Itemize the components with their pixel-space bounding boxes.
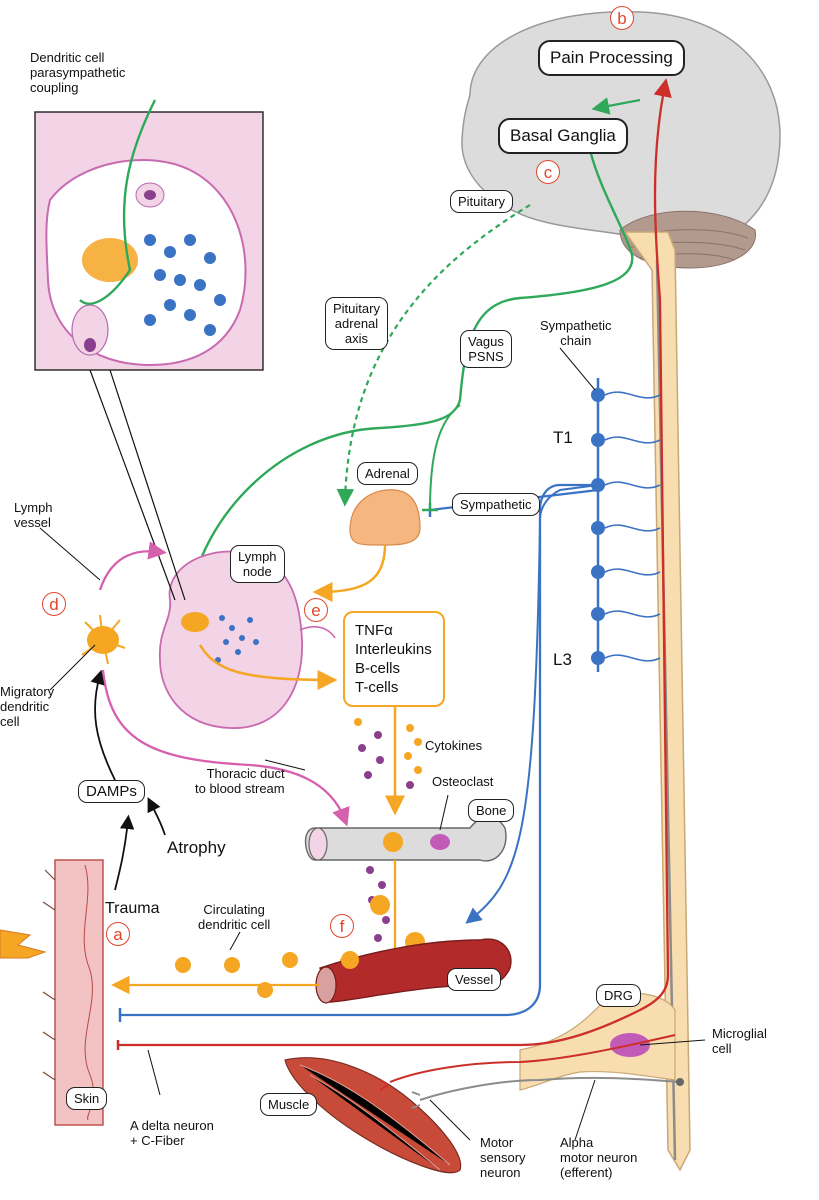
pain-processing-box: Pain Processing — [538, 40, 685, 76]
t1-label: T1 — [553, 428, 573, 447]
callout-detail — [34, 99, 264, 371]
cytokine-dots — [354, 718, 422, 789]
letter-b: b — [610, 6, 634, 30]
damps-box: DAMPs — [78, 780, 145, 803]
sympathetic-box: Sympathetic — [452, 493, 540, 516]
microglial-cell-label: Microglial cell — [712, 1026, 767, 1056]
adrenal-gland — [312, 489, 421, 602]
callout-title: Dendritic cell parasympathetic coupling — [30, 50, 126, 95]
immune-interleukins: Interleukins — [355, 641, 432, 658]
muscle — [284, 1057, 684, 1174]
atrophy-label: Atrophy — [167, 838, 226, 857]
leader-lines — [39, 347, 706, 1141]
letter-f: f — [330, 914, 354, 938]
lymph-node-box: Lymph node — [230, 545, 285, 583]
bone-dots — [366, 866, 425, 952]
lymph-pathways — [98, 541, 350, 827]
thoracic-duct-label: Thoracic duct to blood stream — [195, 766, 285, 796]
osteoclast-label: Osteoclast — [432, 774, 494, 789]
immune-tnf: TNFα — [355, 622, 393, 639]
cytokines-label: Cytokines — [425, 738, 483, 753]
sympathetic-chain-label: Sympathetic chain — [540, 318, 612, 348]
drg-box: DRG — [596, 984, 641, 1007]
skin — [0, 859, 104, 1126]
adrenal-box: Adrenal — [357, 462, 418, 485]
migratory-dendritic-cell — [81, 614, 126, 665]
bone-box: Bone — [468, 799, 515, 822]
lymph-vessel-label: Lymph vessel — [14, 500, 53, 530]
trauma-label: Trauma — [105, 900, 160, 917]
letter-e: e — [304, 598, 328, 622]
muscle-box: Muscle — [260, 1093, 318, 1116]
callout-zoom-lines — [89, 369, 186, 601]
sympathetic-chain — [591, 378, 661, 672]
alpha-motor-neuron-label: Alpha motor neuron (efferent) — [560, 1135, 638, 1180]
immune-factors-box: TNFα Interleukins B-cells T-cells — [343, 611, 445, 707]
afferent-pathway — [116, 78, 676, 1083]
immune-bcells: B-cells — [355, 660, 401, 677]
motor-sensory-neuron-label: Motor sensory neuron — [480, 1135, 526, 1180]
letter-a: a — [106, 922, 130, 946]
l3-label: L3 — [553, 650, 572, 669]
letter-c: c — [536, 160, 560, 184]
circulating-dendritic-cells — [175, 952, 298, 998]
migratory-dendritic-cell-label: Migratory dendritic cell — [0, 684, 55, 729]
skin-box: Skin — [66, 1087, 108, 1110]
vessel-box: Vessel — [447, 968, 502, 991]
pituitary-adrenal-axis-box: Pituitary adrenal axis — [325, 297, 388, 350]
vagus-psns-box: Vagus PSNS — [460, 330, 512, 368]
basal-ganglia-box: Basal Ganglia — [498, 118, 628, 154]
letter-d: d — [42, 592, 66, 616]
damps-arrows — [90, 669, 166, 891]
drg-root — [519, 992, 676, 1091]
pituitary-box: Pituitary — [450, 190, 513, 213]
immune-tcells: T-cells — [355, 679, 399, 696]
bone — [304, 816, 507, 862]
vessel — [315, 938, 512, 1004]
circulating-dendritic-cell-label: Circulating dendritic cell — [198, 902, 271, 932]
a-delta-neuron-label: A delta neuron + C-Fiber — [130, 1118, 214, 1148]
